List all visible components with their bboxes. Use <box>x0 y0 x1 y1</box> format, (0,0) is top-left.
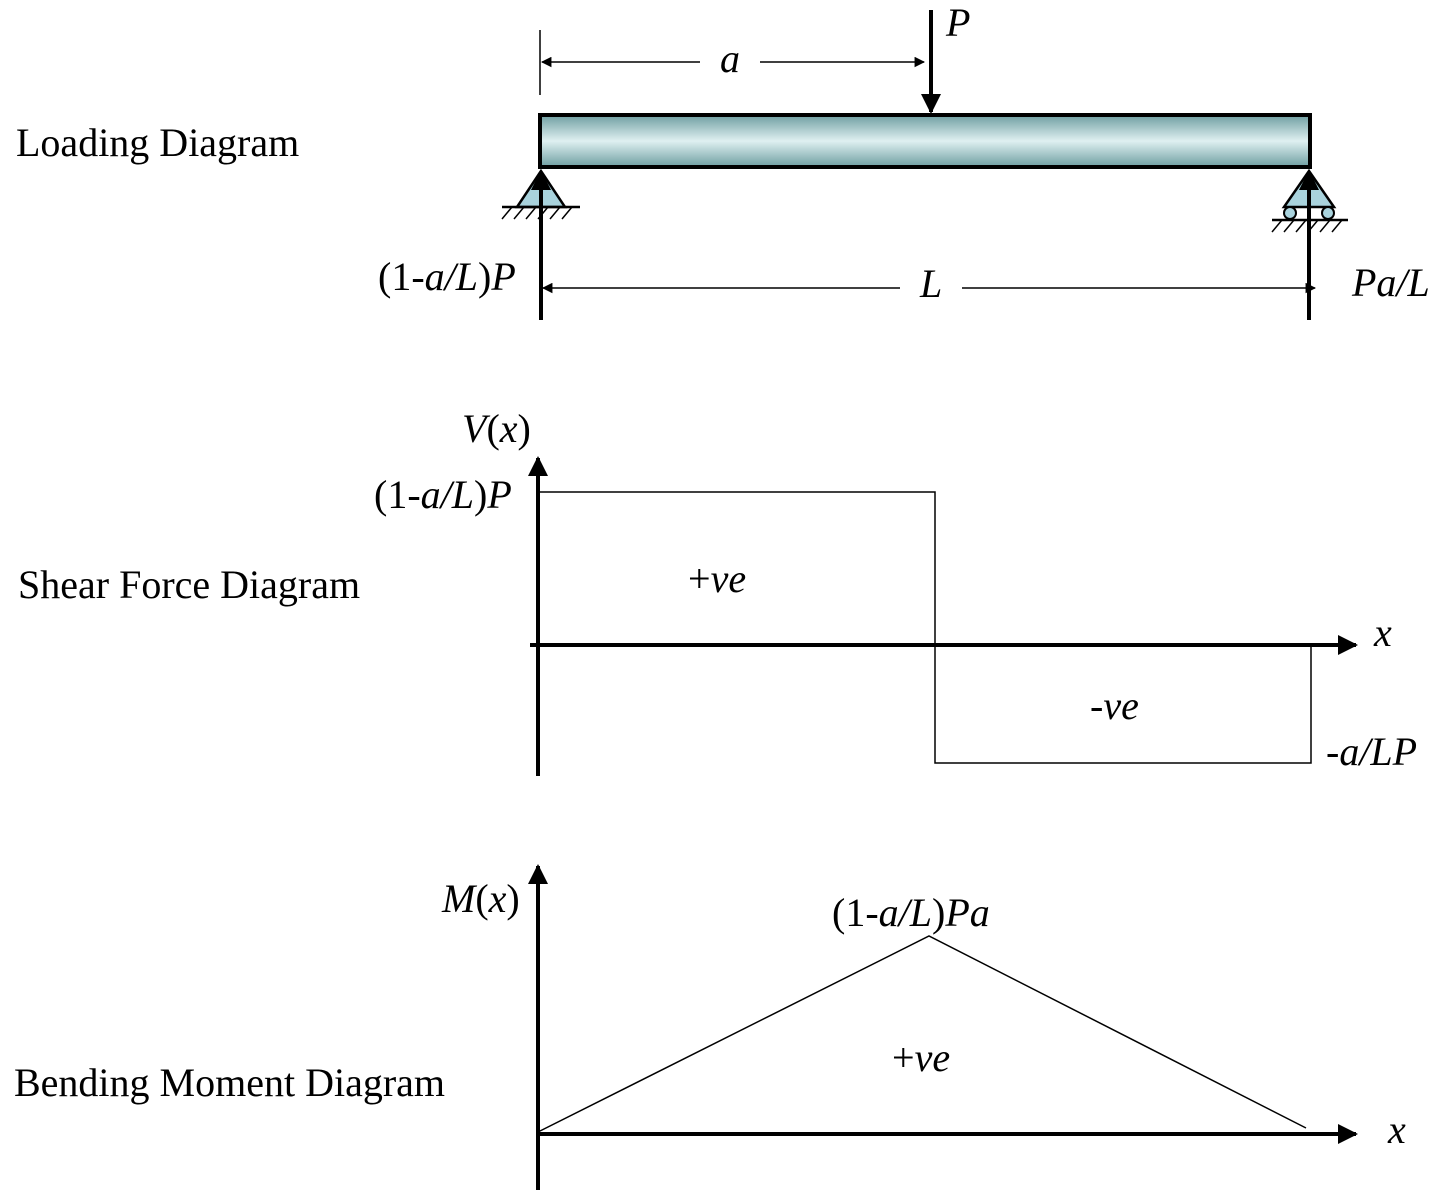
shear-negative-region-label: -ve <box>1090 683 1139 728</box>
span-L-label: L <box>919 261 942 306</box>
beam <box>538 113 1312 169</box>
point-load-label: P <box>945 0 970 45</box>
loading-diagram-title: Loading Diagram <box>16 120 299 165</box>
left-reaction-label: (1-a/L)P <box>378 254 516 299</box>
shear-y-axis-label: V(x) <box>462 406 531 451</box>
shear-force-curve <box>538 491 1312 764</box>
shear-force-diagram: Shear Force Diagram V(x) x (1-a/L)P -a/L… <box>18 406 1417 776</box>
loading-diagram: Loading Diagram a P <box>16 0 1430 320</box>
distance-a-label: a <box>720 36 740 81</box>
shear-positive-region-label: +ve <box>688 556 746 601</box>
moment-y-axis-label: M(x) <box>441 876 520 921</box>
bending-moment-curve <box>537 935 1307 1133</box>
bending-moment-diagram-title: Bending Moment Diagram <box>14 1060 445 1105</box>
shear-force-diagram-title: Shear Force Diagram <box>18 562 360 607</box>
moment-positive-region-label: +ve <box>892 1035 950 1080</box>
shear-max-label: (1-a/L)P <box>374 472 512 517</box>
bending-moment-diagram: Bending Moment Diagram M(x) x (1-a/L)Pa … <box>14 864 1406 1190</box>
shear-x-axis-label: x <box>1373 610 1392 655</box>
moment-peak-label: (1-a/L)Pa <box>832 890 990 935</box>
moment-x-axis-label: x <box>1387 1107 1406 1152</box>
shear-min-label: -a/LP <box>1326 729 1417 774</box>
right-reaction-label: Pa/L <box>1351 260 1430 305</box>
